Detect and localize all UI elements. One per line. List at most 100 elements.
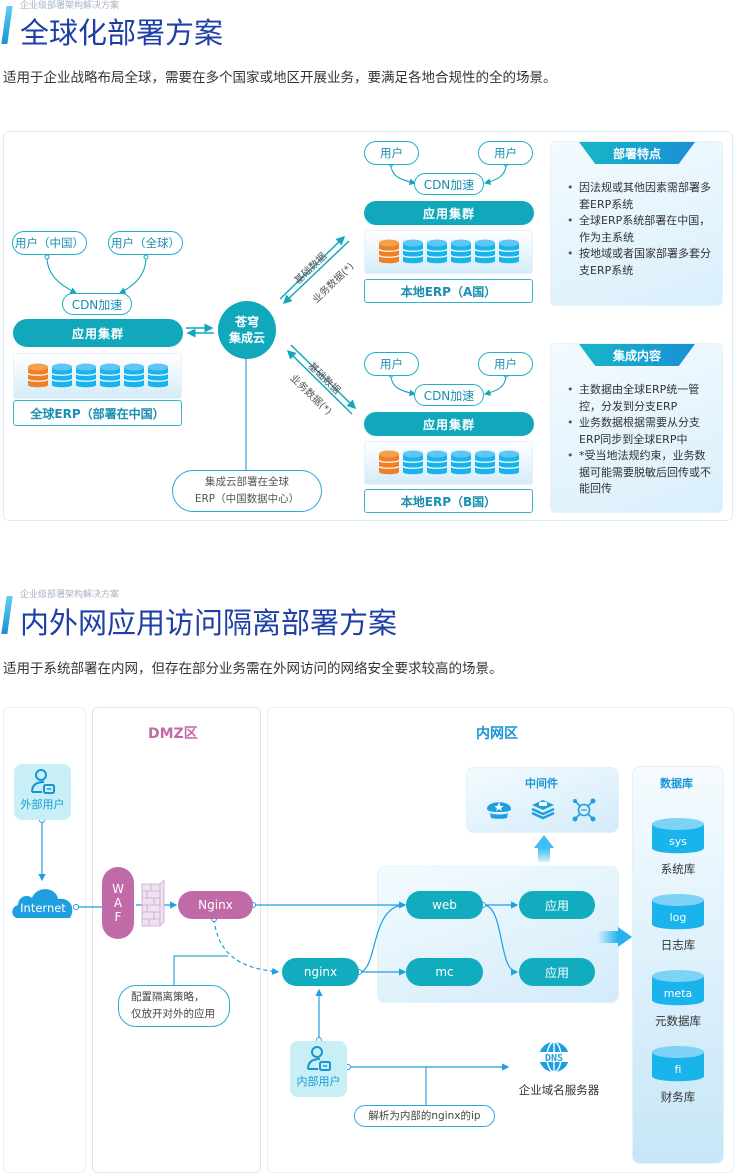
- web-pill: web: [406, 891, 483, 919]
- waf-pill: W A F: [102, 867, 134, 939]
- database-cylinder-sys: sys: [652, 818, 704, 854]
- dmz-title: DMZ区: [148, 726, 198, 742]
- intranet-title: 内网区: [476, 726, 518, 742]
- database-icon: [473, 450, 496, 476]
- integration-title: 集成内容: [579, 344, 695, 366]
- deployment-features-card: 部署特点 因法规或其他因素需部署多套ERP系统 全球ERP系统部署在中国，作为主…: [550, 141, 723, 306]
- site-b-user-2: 用户: [478, 352, 533, 376]
- database-icon: [425, 450, 448, 476]
- section1-title: 全球化部署方案: [20, 16, 224, 50]
- integration-item: 业务数据根据需要从分支ERP同步到全球ERP中: [565, 415, 712, 448]
- user-icon: [306, 1046, 331, 1071]
- database-name: 系统库: [660, 862, 696, 876]
- database-icon: [401, 450, 424, 476]
- user-global-pill: 用户（全球）: [108, 231, 183, 255]
- cangqiong-integration-cloud-hub: 苍穹 集成云: [218, 301, 276, 359]
- global-erp-box: 全球ERP（部署在中国）: [13, 400, 182, 426]
- site-a-user-2: 用户: [478, 141, 533, 165]
- internal-user-label: 内部用户: [296, 1075, 341, 1088]
- database-code: fi: [674, 1063, 682, 1076]
- site-a-app-cluster: 应用集群: [364, 201, 534, 225]
- feature-item: 全球ERP系统部署在中国，作为主系统: [565, 213, 712, 246]
- double-arrow-global-hub: [186, 323, 214, 338]
- connector-user-global-cdn: [119, 256, 147, 294]
- database-icon: [98, 363, 121, 389]
- internal-user-tile: 内部用户: [290, 1041, 347, 1097]
- database-name: 日志库: [660, 938, 696, 952]
- site-a-db-tray: [364, 230, 533, 274]
- hub-line1: 苍穹: [234, 315, 259, 329]
- database-cylinder-meta: meta: [652, 970, 704, 1006]
- database-name: 财务库: [660, 1090, 696, 1104]
- database-icon: [449, 450, 472, 476]
- site-b-app-cluster: 应用集群: [364, 412, 534, 436]
- connector-b-user1-cdn: [390, 374, 417, 397]
- dns-server: DNS 企业域名服务器: [512, 1040, 606, 1100]
- global-cdn-cloud: CDN加速: [62, 293, 132, 315]
- firewall-icon: [141, 880, 165, 927]
- database-cylinder-log: log: [652, 894, 704, 930]
- feature-item: 按地域或者国家部署多套分支ERP系统: [565, 246, 712, 279]
- feature-item: 因法规或其他因素需部署多套ERP系统: [565, 180, 712, 213]
- section2-description: 适用于系统部署在内网，但存在部分业务需在外网访问的网络安全要求较高的场景。: [3, 661, 503, 677]
- database-icon: [401, 239, 424, 265]
- connector-a-user1-cdn: [390, 163, 417, 186]
- connector-a-user2-cdn: [483, 163, 507, 185]
- fat-arrow-right: [598, 927, 632, 947]
- global-db-tray: [13, 353, 182, 399]
- features-title: 部署特点: [579, 142, 695, 164]
- integration-item: *受当地法规约束，业务数据可能需要脱敏后回传或不能回传: [565, 448, 712, 498]
- site-b-erp-box: 本地ERP（B国）: [364, 489, 533, 513]
- note-line1: 配置隔离策略，: [131, 991, 205, 1003]
- database-icon: [497, 239, 520, 265]
- external-user-tile: 外部用户: [14, 764, 71, 820]
- waf-letter: F: [114, 910, 122, 924]
- double-arrow-hub-site-b: [286, 344, 357, 415]
- hub-deployment-note: 集成云部署在全球 ERP（中国数据中心）: [172, 470, 322, 512]
- cloud-icon: [12, 889, 73, 918]
- waf-letter: W: [112, 882, 124, 896]
- site-a-user-1: 用户: [364, 141, 419, 165]
- external-user-label: 外部用户: [20, 798, 65, 811]
- integration-content-card: 集成内容 主数据由全球ERP统一管控，分发到分支ERP 业务数据根据需要从分支E…: [550, 343, 723, 513]
- app-pill-1: 应用: [519, 891, 595, 919]
- isolation-policy-note: 配置隔离策略， 仅放开对外的应用: [118, 985, 230, 1027]
- section2-kicker: 企业级部署架构解决方案: [20, 590, 120, 600]
- site-a-cdn-cloud: CDN加速: [414, 173, 484, 195]
- database-name: 元数据库: [655, 1014, 701, 1028]
- hub-line2: 集成云: [228, 331, 265, 345]
- section1-kicker: 企业级部署架构解决方案: [20, 1, 120, 11]
- integration-list: 主数据由全球ERP统一管控，分发到分支ERP 业务数据根据需要从分支ERP同步到…: [565, 382, 712, 498]
- site-b-cdn-cloud: CDN加速: [414, 384, 484, 406]
- site-b-user-1: 用户: [364, 352, 419, 376]
- app-pill-2: 应用: [519, 958, 595, 986]
- database-icon-primary: [26, 363, 49, 389]
- site-a-erp-box: 本地ERP（A国）: [364, 279, 533, 303]
- mc-pill: mc: [406, 958, 483, 986]
- dns-text: DNS: [545, 1053, 563, 1064]
- database-icon-primary: [377, 239, 400, 265]
- internet-cloud: Internet: [10, 884, 76, 920]
- user-china-pill: 用户（中国）: [12, 231, 87, 255]
- police-cap-icon: [487, 802, 511, 819]
- network-node-icon: [572, 798, 596, 822]
- database-title: 数据库: [660, 777, 693, 790]
- database-icon: [449, 239, 472, 265]
- note-line2: 仅放开对外的应用: [131, 1008, 215, 1020]
- database-icon: [497, 450, 520, 476]
- database-icon: [146, 363, 169, 389]
- connector-user-cn-cdn: [46, 256, 77, 294]
- database-code: sys: [669, 835, 687, 848]
- stack-layers-icon: [531, 800, 555, 820]
- user-icon: [30, 769, 55, 794]
- internet-label: Internet: [20, 901, 66, 915]
- database-icon: [122, 363, 145, 389]
- dns-resolve-note: 解析为内部的nginx的ip: [354, 1105, 495, 1127]
- database-icon: [425, 239, 448, 265]
- site-b-db-tray: [364, 441, 533, 485]
- waf-letter: A: [113, 896, 123, 910]
- dns-server-label: 企业域名服务器: [518, 1083, 600, 1097]
- database-code: log: [669, 911, 687, 924]
- dns-globe-icon: DNS: [538, 1041, 570, 1073]
